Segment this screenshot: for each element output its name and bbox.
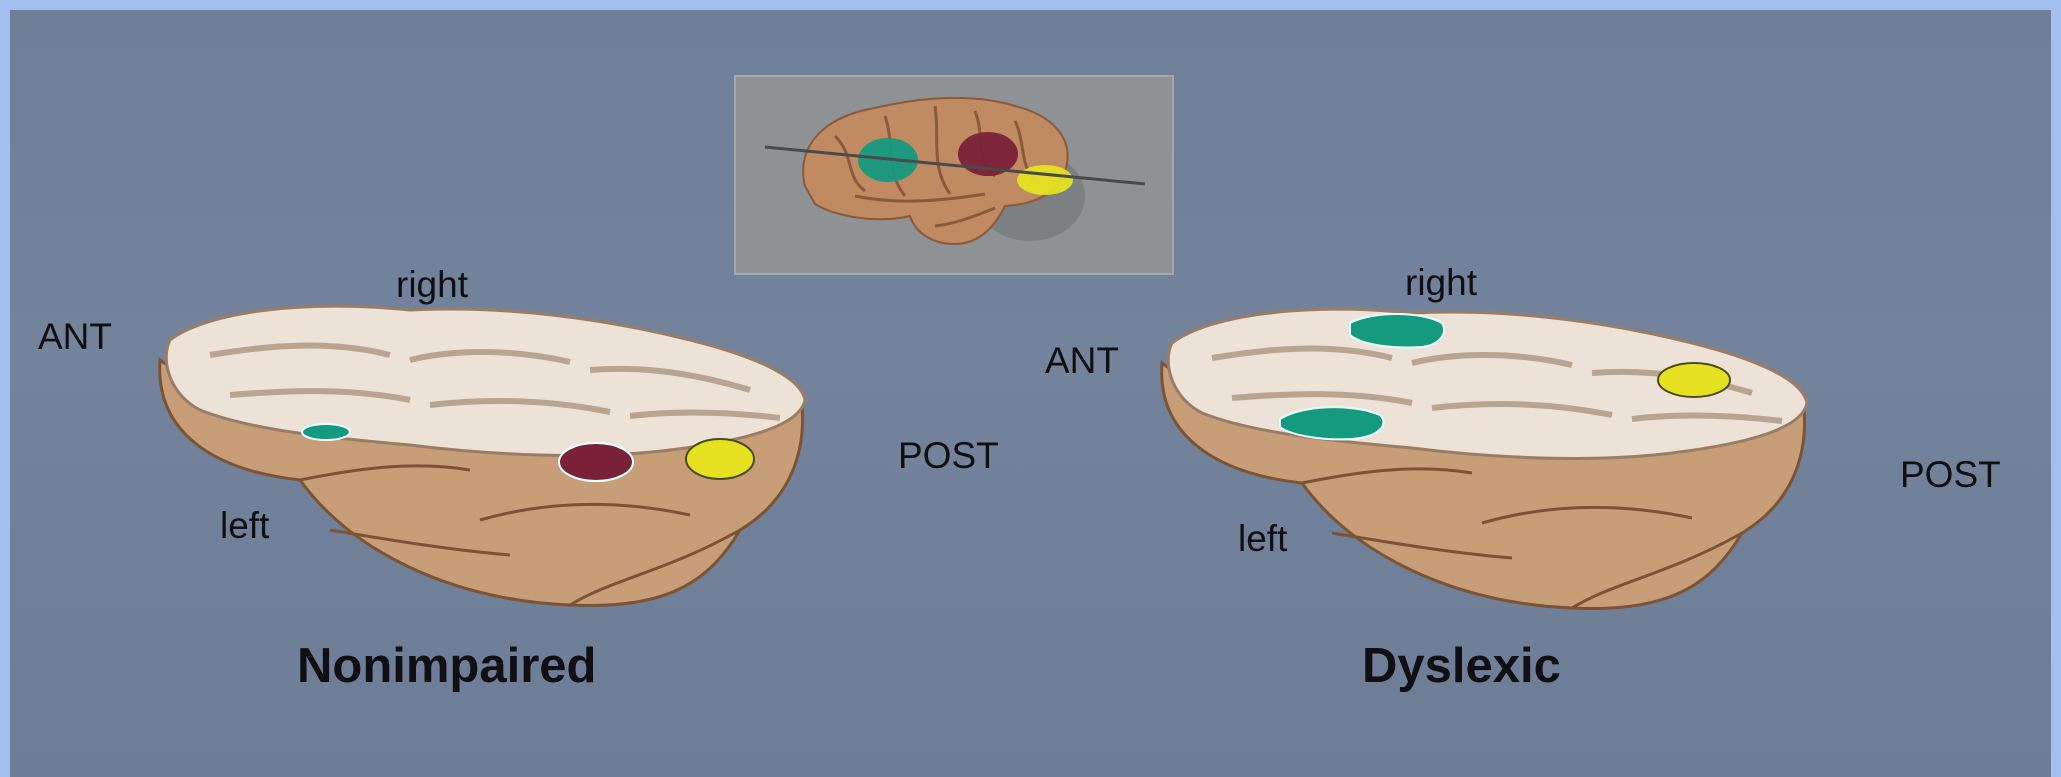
region-frontal-lower: [1280, 407, 1384, 439]
label-left-nonimpaired: left: [220, 507, 269, 544]
label-left-dyslexic: left: [1238, 520, 1287, 557]
brain-section-nonimpaired: [150, 300, 890, 640]
caption-dyslexic: Dyslexic: [1362, 642, 1561, 691]
region-frontal: [302, 424, 350, 440]
label-right-dyslexic: right: [1405, 264, 1477, 301]
region-parietotemporal: [559, 443, 633, 481]
region-occipitotemporal: [1658, 363, 1730, 397]
region-occipitotemporal: [686, 439, 754, 479]
label-ant-dyslexic: ANT: [1045, 342, 1119, 379]
inset-region-occipitotemporal: [1017, 165, 1073, 195]
inset-brain-lateral-view: [735, 76, 1173, 274]
label-post-nonimpaired: POST: [898, 437, 999, 474]
label-ant-nonimpaired: ANT: [38, 318, 112, 355]
region-frontal-upper: [1350, 314, 1444, 348]
label-right-nonimpaired: right: [396, 266, 468, 303]
caption-nonimpaired: Nonimpaired: [297, 642, 596, 691]
label-post-dyslexic: POST: [1900, 456, 2001, 493]
brain-section-dyslexic: [1152, 303, 1892, 643]
